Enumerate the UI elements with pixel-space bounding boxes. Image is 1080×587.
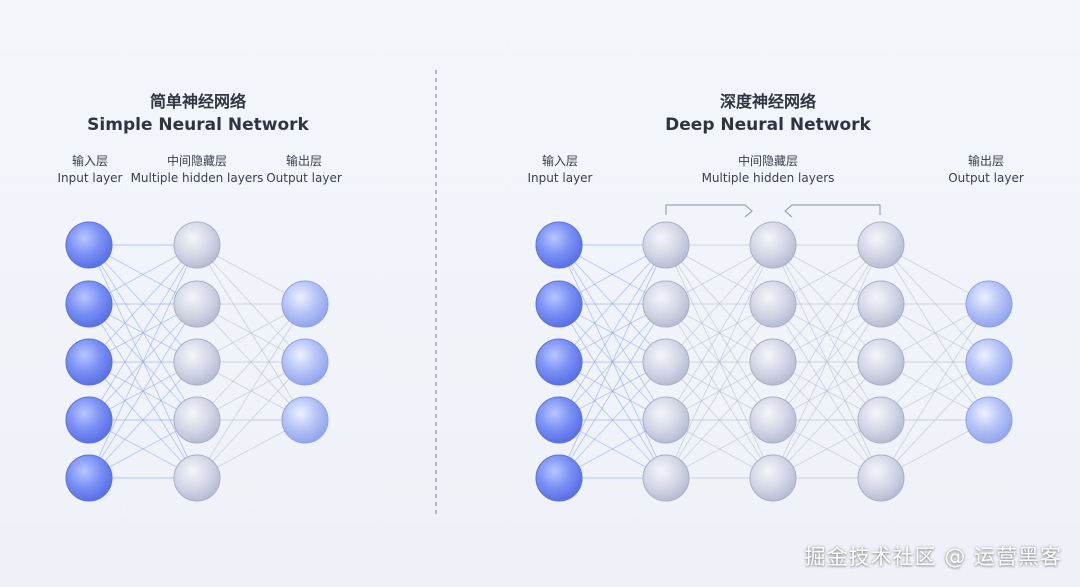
deep-hidden-node [642,396,690,444]
watermark-text: 掘金技术社区 @ 运营黑客 [804,545,1062,569]
simple-hidden-node [173,338,221,386]
deep-hidden-node [749,396,797,444]
simple-output-node [281,280,329,328]
deep-hidden-node [642,221,690,269]
deep-title-en: Deep Neural Network [665,115,871,135]
deep-edge [880,303,990,421]
deep-edge [665,361,774,479]
deep-edge [880,303,990,479]
deep-edge [665,244,774,363]
deep-input-node [535,338,583,386]
deep-hidden-node [642,280,690,328]
simple-input-node [65,338,113,386]
deep-input-node [535,221,583,269]
deep-hidden-node [749,280,797,328]
simple-title-en: Simple Neural Network [87,115,309,135]
deep-hidden-label-en: Multiple hidden layers [702,171,835,185]
simple-edge [196,303,306,479]
simple-hidden-label-en: Multiple hidden layers [131,171,264,185]
deep-hidden-node [749,221,797,269]
deep-edge [558,244,667,363]
simple-edge [88,303,198,479]
simple-title-zh: 简单神经网络 [150,92,246,111]
deep-hidden-node [642,338,690,386]
simple-output-node [281,396,329,444]
simple-edge [88,244,198,421]
simple-hidden-node [173,221,221,269]
deep-hidden-node [857,280,905,328]
deep-hidden-node [749,454,797,502]
deep-edge [880,244,990,363]
deep-hidden-node [749,338,797,386]
deep-edge [665,303,774,479]
deep-edge [880,361,990,479]
deep-edge [772,361,882,479]
hidden-layers-bracket [665,204,881,218]
deep-edge [772,244,882,363]
network-nodes [65,221,1013,502]
deep-input-node [535,280,583,328]
simple-hidden-node [173,280,221,328]
deep-output-node [965,280,1013,328]
simple-edge [88,244,198,479]
simple-hidden-node [173,396,221,444]
simple-hidden-label-zh: 中间隐藏层 [167,153,227,168]
deep-edge [772,244,882,421]
deep-hidden-node [642,454,690,502]
deep-edge [665,244,774,421]
simple-output-node [281,338,329,386]
deep-edge [772,244,882,479]
deep-output-node [965,396,1013,444]
simple-input-node [65,454,113,502]
deep-output-label-en: Output layer [948,171,1024,185]
simple-input-node [65,221,113,269]
simple-edge [196,361,306,479]
deep-input-label-zh: 输入层 [542,153,578,168]
simple-edge [88,244,198,363]
simple-input-node [65,280,113,328]
simple-output-label-zh: 输出层 [286,153,322,168]
deep-output-node [965,338,1013,386]
simple-output-label-en: Output layer [266,171,342,185]
deep-hidden-node [857,396,905,444]
simple-input-label-en: Input layer [58,171,123,185]
simple-edge [196,303,306,421]
deep-edge [558,361,667,479]
simple-edge [196,244,306,363]
deep-hidden-node [857,454,905,502]
deep-edge [665,244,774,479]
deep-title-zh: 深度神经网络 [720,92,816,111]
deep-input-node [535,454,583,502]
deep-hidden-label-zh: 中间隐藏层 [738,153,798,168]
deep-edge [558,303,667,479]
simple-edge [88,361,198,479]
simple-input-label-zh: 输入层 [72,153,108,168]
deep-hidden-node [857,338,905,386]
deep-edge [558,244,667,479]
deep-edge [558,244,667,421]
deep-edge [772,303,882,479]
simple-input-node [65,396,113,444]
simple-hidden-node [173,454,221,502]
deep-input-node [535,396,583,444]
deep-output-label-zh: 输出层 [968,153,1004,168]
deep-hidden-node [857,221,905,269]
deep-input-label-en: Input layer [528,171,593,185]
